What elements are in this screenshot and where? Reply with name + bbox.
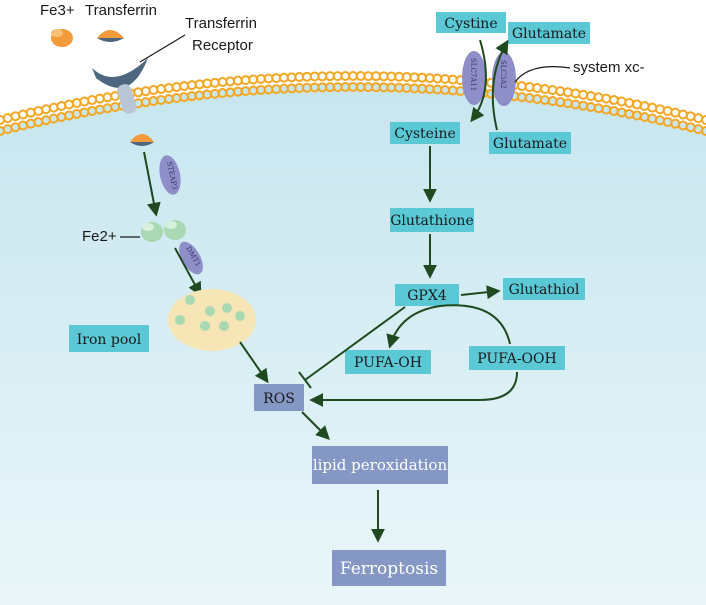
arrow-endosome-to-fe2 xyxy=(143,151,161,217)
pufa-ooh-text: PUFA-OOH xyxy=(477,351,556,367)
membrane-lipid-head xyxy=(639,101,650,112)
membrane-lipid-head xyxy=(624,97,635,108)
arrow-pufa-ooh-to-pufa-oh xyxy=(386,304,511,349)
arrow-ros-to-lipid-peroxidation xyxy=(301,411,330,440)
cysteine-box: Cysteine xyxy=(390,122,460,144)
glutamate-out-box: Glutamate xyxy=(508,22,590,44)
transferrin-protein xyxy=(97,30,124,42)
glutathiol-box: Glutathiol xyxy=(503,278,585,300)
iron-pool-vesicle xyxy=(168,289,256,351)
transferrin-receptor-pointer xyxy=(139,34,186,63)
slc3a2-label: SLC3A2 xyxy=(499,60,507,89)
membrane-lipid-head xyxy=(94,93,105,104)
iron-pool-box: Iron pool xyxy=(69,325,149,352)
membrane-lipid-head xyxy=(601,93,612,104)
gpx4-text: GPX4 xyxy=(407,288,447,304)
glutathione-text: Glutathione xyxy=(390,213,474,229)
membrane-lipid-head xyxy=(701,126,706,136)
lipid-peroxidation-text: lipid peroxidation xyxy=(313,456,448,474)
membrane-lipid-head xyxy=(48,102,59,113)
gpx4-box: GPX4 xyxy=(395,284,459,306)
membrane-lipid-head xyxy=(593,92,604,103)
iron-pool-text: Iron pool xyxy=(77,332,142,348)
glutamate-in-box: Glutamate xyxy=(489,132,571,154)
membrane-lipid-head xyxy=(616,96,627,107)
fe3-ion xyxy=(51,29,73,47)
fe2-ions xyxy=(141,220,186,242)
membrane-lipid-head xyxy=(701,115,706,125)
slc7a11-transporter: SLC7A11 xyxy=(462,51,486,105)
membrane-lipid-head xyxy=(79,96,90,107)
slc3a2-transporter: SLC3A2 xyxy=(492,52,516,106)
membrane-lipid-head xyxy=(64,99,75,110)
membrane-lipid-head xyxy=(56,101,67,112)
pufa-ooh-box: PUFA-OOH xyxy=(469,346,565,370)
glutamate-in-text: Glutamate xyxy=(493,136,567,152)
arrow-cystine-in xyxy=(470,39,487,123)
ros-text: ROS xyxy=(263,391,295,407)
glutathione-box: Glutathione xyxy=(390,208,474,232)
fe3-label: Fe3+ xyxy=(40,2,75,19)
pufa-oh-box: PUFA-OH xyxy=(345,350,431,374)
endosome-fe3-transferrin xyxy=(130,134,154,146)
transferrin-receptor-label-line2: Receptor xyxy=(192,37,253,54)
ferroptosis-text: Ferroptosis xyxy=(340,559,438,579)
transferrin-label: Transferrin xyxy=(85,2,157,19)
ferroptosis-box: Ferroptosis xyxy=(332,550,446,586)
fe2-label: Fe2+ xyxy=(82,228,117,245)
membrane-lipid-head xyxy=(41,104,52,115)
ros-box: ROS xyxy=(254,384,304,411)
membrane-lipid-head xyxy=(631,99,642,110)
membrane-lipid-head xyxy=(647,102,658,113)
system-xc-label: system xc- xyxy=(573,59,645,76)
membrane-lipid-head xyxy=(570,88,581,99)
steap3-enzyme: STEAP3 xyxy=(159,155,181,195)
lipid-peroxidation-box: lipid peroxidation xyxy=(312,446,448,484)
cystine-box: Cystine xyxy=(436,12,506,33)
glutamate-out-text: Glutamate xyxy=(512,26,586,42)
slc7a11-label: SLC7A11 xyxy=(469,58,477,91)
glutathiol-text: Glutathiol xyxy=(509,282,580,298)
cysteine-text: Cysteine xyxy=(394,126,456,142)
membrane-lipid-head xyxy=(71,97,82,108)
transferrin-receptor-label-line1: Transferrin xyxy=(185,15,257,32)
membrane-lipid-head xyxy=(133,87,144,98)
inhibition-gpx4-ros-bar xyxy=(298,371,312,389)
system-xc-pointer xyxy=(514,66,571,83)
arrow-glutamate-out xyxy=(491,39,509,131)
membrane-lipid-head xyxy=(585,90,596,101)
membrane-lipid-head xyxy=(562,87,573,98)
cystine-text: Cystine xyxy=(444,16,497,32)
membrane-lipid-head xyxy=(578,89,589,100)
pufa-oh-text: PUFA-OH xyxy=(354,355,422,371)
membrane-lipid-head xyxy=(608,95,619,106)
arrow-fe2-to-iron-pool xyxy=(174,247,202,297)
arrow-gpx4-to-glutathiol xyxy=(460,285,501,300)
arrow-pufa-ooh-to-ros xyxy=(309,371,518,407)
membrane-lipid-head xyxy=(87,95,98,106)
membrane-lipid-head xyxy=(102,92,113,103)
inhibition-gpx4-ros xyxy=(304,306,406,381)
transferrin-receptor xyxy=(92,58,148,114)
arrow-iron-pool-to-ros xyxy=(239,341,269,384)
